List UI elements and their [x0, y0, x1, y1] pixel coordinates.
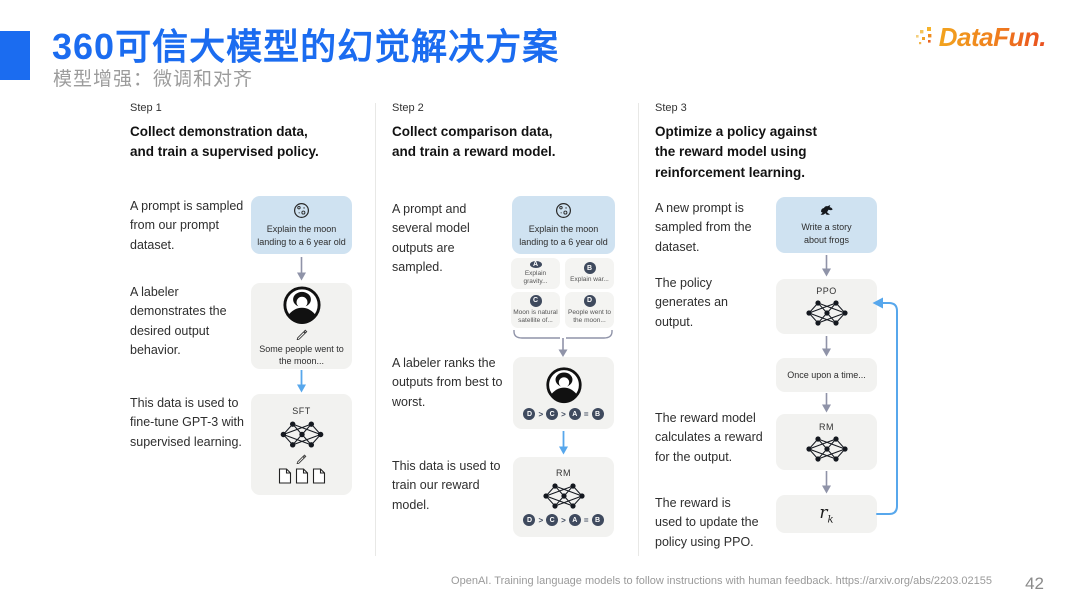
neural-network-icon — [279, 420, 325, 449]
step2-labeler-box: D > C > A = B — [513, 357, 614, 429]
ranking-row: D > C > A = B — [523, 408, 604, 420]
datafun-logo: DataFun. — [915, 22, 1047, 53]
datafun-logo-text: DataFun. — [938, 22, 1047, 52]
neural-network-icon — [805, 299, 849, 327]
step3-title: Optimize a policy against the reward mod… — [655, 124, 818, 180]
labeler-avatar-icon — [282, 285, 322, 325]
title-accent-bar — [0, 31, 30, 80]
step2-caption-rank: A labeler ranks the outputs from best to… — [392, 356, 503, 409]
output-box-d: D People went to the moon... — [565, 292, 614, 328]
step3-label: Step 3 — [655, 102, 687, 114]
page-subtitle: 模型增强：微调和对齐 — [53, 69, 254, 90]
pencil-icon — [296, 453, 307, 464]
step1-label: Step 1 — [130, 102, 162, 114]
step3-caption-prompt: A new prompt is sampled from the dataset… — [655, 201, 752, 254]
page-title: 360可信大模型的幻觉解决方案 — [52, 26, 560, 67]
step1-labeler-box-text: Some people went to the moon... — [259, 343, 344, 366]
step3-reward-box: rk — [776, 495, 877, 533]
step1-prompt-box: Explain the moon landing to a 6 year old — [251, 196, 352, 254]
step1-caption-finetune: This data is used to fine-tune GPT-3 wit… — [130, 396, 244, 449]
neural-network-icon — [805, 435, 849, 463]
step3-ppo-box: PPO — [776, 279, 877, 334]
arrow-down-icon — [821, 393, 832, 413]
output-chip-c: C — [529, 295, 542, 307]
output-chip-b: B — [583, 262, 596, 275]
step3-rm-box: RM — [776, 414, 877, 470]
step2-title: Collect comparison data, and train a rew… — [392, 124, 556, 160]
step3-output-text: Once upon a time... — [787, 369, 866, 380]
step1-prompt-box-text: Explain the moon landing to a 6 year old — [257, 224, 346, 247]
footer-citation: OpenAI. Training language models to foll… — [451, 575, 992, 587]
step3-prompt-box-text: Write a story about frogs — [801, 222, 852, 245]
arrow-down-blue-icon — [296, 370, 307, 393]
step3-prompt-box: Write a story about frogs — [776, 197, 877, 253]
moon-icon — [555, 202, 572, 219]
step3-caption-policy: The policy generates an output. — [655, 276, 728, 329]
step2-rm-box: RM D > C > A = B — [513, 457, 614, 537]
step1-labeler-box: Some people went to the moon... — [251, 283, 352, 369]
page-number: 42 — [1025, 574, 1044, 593]
column-divider-2 — [638, 103, 639, 556]
output-box-c: C Moon is natural satellite of... — [511, 292, 560, 328]
step1-caption-labeler: A labeler demonstrates the desired outpu… — [130, 285, 227, 358]
output-chip-a: A — [529, 260, 542, 268]
output-chip-d: D — [583, 295, 596, 307]
arrow-down-icon — [821, 471, 832, 494]
rm-label: RM — [819, 421, 834, 432]
arrow-down-icon — [821, 336, 832, 357]
feedback-loop-arrow-icon — [853, 293, 905, 525]
step1-title: Collect demonstration data, and train a … — [130, 124, 319, 160]
ppo-label: PPO — [816, 286, 837, 296]
labeler-avatar-icon — [545, 366, 583, 404]
column-divider-1 — [375, 103, 376, 556]
step3-caption-reward: The reward model calculates a reward for… — [655, 411, 763, 464]
step3-output-box: Once upon a time... — [776, 358, 877, 392]
output-box-a: A Explain gravity... — [511, 258, 560, 289]
output-box-b: B Explain war... — [565, 258, 614, 289]
arrow-down-icon — [296, 257, 307, 281]
neural-network-icon — [542, 482, 586, 510]
step2-label: Step 2 — [392, 102, 424, 114]
arrow-down-icon — [821, 255, 832, 277]
step1-sft-box: SFT — [251, 394, 352, 495]
arrow-down-blue-icon — [558, 431, 569, 455]
step2-prompt-box: Explain the moon landing to a 6 year old — [512, 196, 615, 254]
rm-label: RM — [556, 468, 571, 478]
frog-icon — [818, 204, 835, 217]
step3-caption-update: The reward is used to update the policy … — [655, 496, 759, 549]
datafun-logo-pixels-icon — [915, 26, 936, 50]
step2-prompt-box-text: Explain the moon landing to a 6 year old — [519, 224, 608, 247]
documents-icon — [278, 467, 326, 484]
moon-icon — [293, 202, 310, 219]
merge-brace-arrow-icon — [511, 330, 615, 358]
step2-caption-train-rm: This data is used to train our reward mo… — [392, 459, 501, 512]
step2-caption-prompt: A prompt and several model outputs are s… — [392, 202, 470, 275]
pencil-icon — [296, 328, 308, 340]
sft-label: SFT — [292, 405, 311, 416]
reward-symbol: rk — [819, 502, 834, 526]
ranking-row: D > C > A = B — [523, 514, 604, 526]
step1-caption-prompt: A prompt is sampled from our prompt data… — [130, 199, 244, 252]
